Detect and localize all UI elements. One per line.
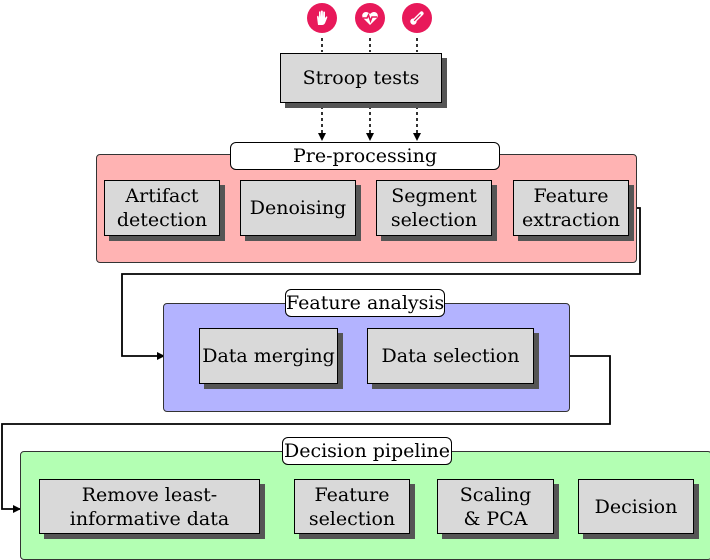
feature-extraction-box: Feature extraction (513, 180, 629, 236)
heart-pulse-icon (355, 3, 385, 33)
arrow-extraction-to-merging (121, 207, 641, 360)
scaling-pca-box: Scaling & PCA (437, 479, 554, 534)
feature-analysis-title: Feature analysis (285, 289, 445, 317)
feature-selection-box: Feature selection (294, 479, 410, 534)
segment-selection-box: Segment selection (376, 180, 492, 236)
arrow-analysis-to-decision (1, 355, 611, 513)
remove-least-informative-box: Remove least- informative data (39, 479, 260, 534)
preprocessing-title: Pre-processing (230, 142, 500, 170)
stroop-tests-box: Stroop tests (280, 53, 442, 103)
decision-pipeline-title: Decision pipeline (282, 437, 452, 465)
thermometer-icon (402, 3, 432, 33)
data-selection-box: Data selection (367, 328, 534, 384)
artifact-detection-box: Artifact detection (104, 180, 220, 236)
hand-icon (307, 3, 337, 33)
denoising-box: Denoising (240, 180, 356, 236)
data-merging-box: Data merging (199, 328, 338, 384)
decision-box: Decision (578, 479, 694, 534)
